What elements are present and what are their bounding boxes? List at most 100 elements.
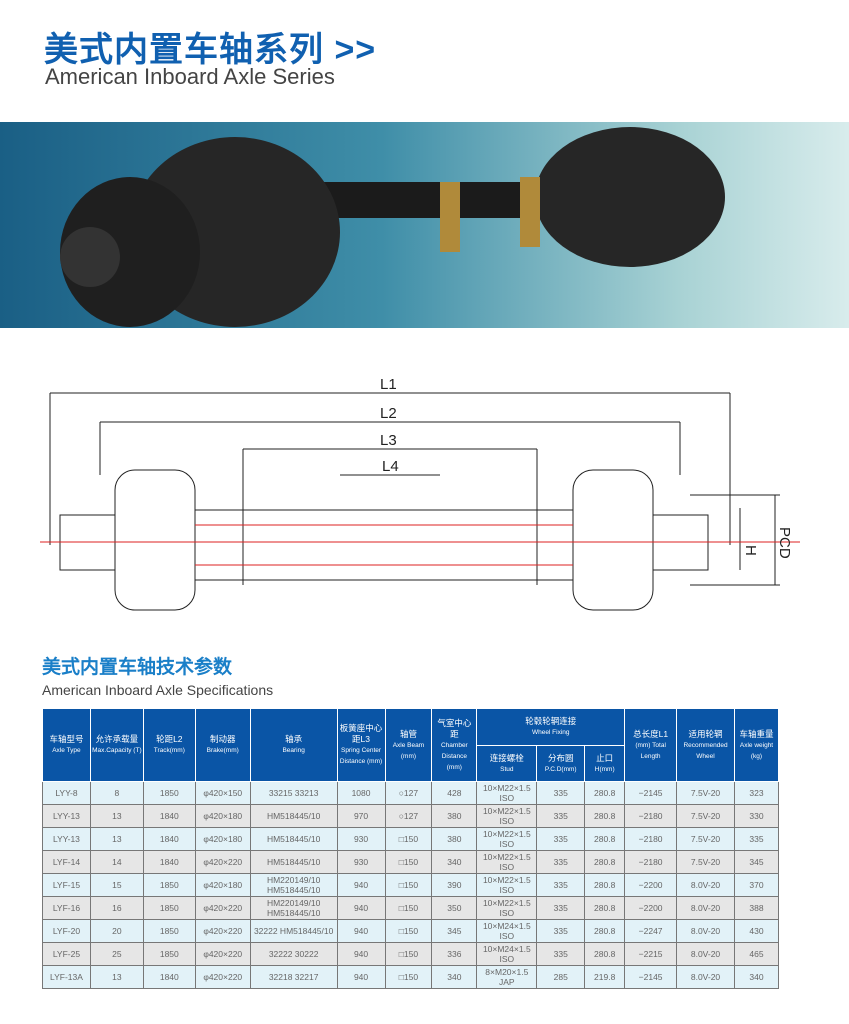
table-cell: 370	[734, 873, 779, 897]
table-cell: 280.8	[584, 919, 626, 943]
table-cell: 330	[734, 804, 779, 828]
table-cell: 219.8	[584, 965, 626, 989]
table-cell: 1850	[142, 781, 196, 805]
label-l1: L1	[380, 376, 397, 393]
table-cell: 10×M22×1.5 ISO	[476, 873, 538, 897]
table-cell: 10×M22×1.5 ISO	[476, 896, 538, 920]
table-cell: 335	[734, 827, 779, 851]
table-cell: φ420×180	[194, 873, 251, 897]
table-cell: 340	[734, 965, 779, 989]
table-cell: 1840	[142, 804, 196, 828]
table-cell: 280.8	[584, 873, 626, 897]
table-cell: 335	[536, 804, 586, 828]
table-cell: 280.8	[584, 781, 626, 805]
table-cell: 940	[336, 919, 386, 943]
table-cell: 1850	[142, 919, 196, 943]
table-cell: φ420×180	[194, 804, 251, 828]
table-cell: −2180	[624, 804, 678, 828]
table-cell: 16	[89, 896, 144, 920]
table-cell: □150	[384, 827, 433, 851]
table-cell: HM518445/10	[249, 850, 338, 874]
table-cell: 8×M20×1.5 JAP	[476, 965, 538, 989]
table-cell: 350	[431, 896, 478, 920]
table-cell: 323	[734, 781, 779, 805]
table-cell: 7.5V-20	[676, 827, 735, 851]
table-cell: ○127	[384, 804, 433, 828]
table-cell: 340	[431, 850, 478, 874]
table-cell: φ420×220	[194, 919, 251, 943]
table-cell: 10×M24×1.5 ISO	[476, 919, 538, 943]
table-cell: 335	[536, 896, 586, 920]
spec-subtitle: American Inboard Axle Specifications	[42, 682, 274, 698]
table-cell: 1840	[142, 850, 196, 874]
table-cell: 340	[431, 965, 478, 989]
table-cell: 13	[89, 965, 144, 989]
table-cell: φ420×220	[194, 896, 251, 920]
table-cell: LYF-16	[42, 896, 91, 920]
table-cell: −2247	[624, 919, 678, 943]
table-cell: −2200	[624, 873, 678, 897]
label-l2: L2	[380, 405, 397, 422]
table-cell: 280.8	[584, 896, 626, 920]
table-cell: 7.5V-20	[676, 850, 735, 874]
table-cell: LYF-15	[42, 873, 91, 897]
table-cell: φ420×220	[194, 942, 251, 966]
table-cell: φ420×220	[194, 965, 251, 989]
table-cell: −2200	[624, 896, 678, 920]
table-cell: □150	[384, 850, 433, 874]
table-cell: 970	[336, 804, 386, 828]
table-cell: 15	[89, 873, 144, 897]
table-cell: 10×M22×1.5 ISO	[476, 850, 538, 874]
table-cell: 940	[336, 942, 386, 966]
table-cell: 8	[89, 781, 144, 805]
table-cell: LYF-14	[42, 850, 91, 874]
table-cell: 335	[536, 919, 586, 943]
table-cell: 8.0V-20	[676, 919, 735, 943]
table-cell: φ420×180	[194, 827, 251, 851]
table-cell: 390	[431, 873, 478, 897]
table-cell: 8.0V-20	[676, 873, 735, 897]
table-cell: □150	[384, 942, 433, 966]
table-cell: 335	[536, 873, 586, 897]
table-cell: 345	[734, 850, 779, 874]
table-cell: 345	[431, 919, 478, 943]
table-cell: 20	[89, 919, 144, 943]
table-cell: 940	[336, 965, 386, 989]
table-cell: 1840	[142, 827, 196, 851]
table-cell: 280.8	[584, 942, 626, 966]
table-cell: 388	[734, 896, 779, 920]
table-cell: 465	[734, 942, 779, 966]
table-cell: HM220149/10 HM518445/10	[249, 873, 338, 897]
table-cell: −2145	[624, 965, 678, 989]
table-cell: LYF-20	[42, 919, 91, 943]
table-cell: 8.0V-20	[676, 965, 735, 989]
table-cell: 32218 32217	[249, 965, 338, 989]
table-cell: 32222 30222	[249, 942, 338, 966]
table-cell: 335	[536, 827, 586, 851]
table-cell: 428	[431, 781, 478, 805]
table-cell: 1850	[142, 942, 196, 966]
table-cell: □150	[384, 919, 433, 943]
table-cell: HM518445/10	[249, 804, 338, 828]
table-cell: □150	[384, 965, 433, 989]
table-cell: 380	[431, 827, 478, 851]
table-cell: 10×M22×1.5 ISO	[476, 827, 538, 851]
label-l4: L4	[382, 458, 399, 475]
label-l3: L3	[380, 432, 397, 449]
table-cell: 13	[89, 827, 144, 851]
table-cell: □150	[384, 873, 433, 897]
